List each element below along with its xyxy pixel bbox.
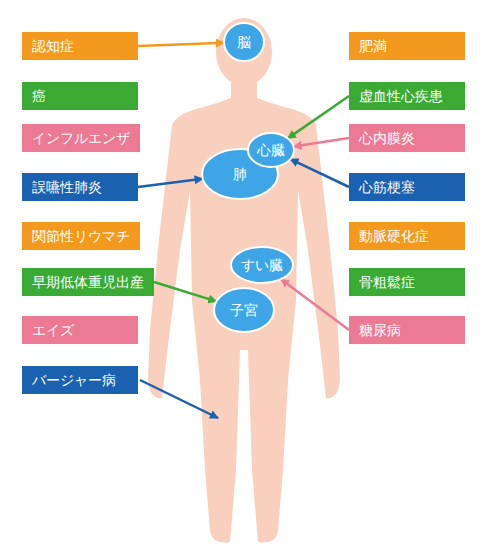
disease-label: 早期低体重児出産 — [32, 274, 144, 291]
arrow-connector — [281, 279, 349, 330]
arrow-connector — [154, 282, 216, 301]
disease-box: 骨粗鬆症 — [349, 268, 465, 296]
organ-fill — [231, 247, 293, 283]
head-shape — [216, 18, 272, 86]
disease-label: エイズ — [32, 322, 74, 339]
organ-fill — [224, 23, 264, 61]
organ-ellipse: 脳 — [224, 23, 264, 61]
disease-label: 虚血性心疾患 — [359, 88, 443, 105]
disease-label: 心内膜炎 — [359, 130, 415, 147]
disease-box: 誤嚥性肺炎 — [22, 173, 138, 201]
arrow-connector — [138, 179, 203, 187]
disease-label: 骨粗鬆症 — [359, 274, 415, 291]
disease-box: 癌 — [22, 82, 138, 110]
organ-label: 肺 — [233, 166, 247, 183]
body-shape — [148, 98, 340, 543]
organ-fill — [214, 288, 274, 332]
arrow-connector — [290, 159, 349, 187]
organ-label: 子宮 — [230, 302, 258, 319]
disease-box: 肥満 — [349, 32, 465, 60]
disease-box: 心内膜炎 — [349, 124, 465, 152]
disease-label: インフルエンザ — [32, 130, 130, 147]
organ-fill — [202, 149, 278, 199]
disease-label: 癌 — [32, 88, 46, 105]
disease-label: 肥満 — [359, 38, 387, 55]
disease-box: 認知症 — [22, 32, 138, 60]
disease-label: 動脈硬化症 — [359, 228, 429, 245]
disease-box: 動脈硬化症 — [349, 222, 465, 250]
arrow-connector — [294, 138, 349, 147]
organ-label: 心臓 — [257, 142, 285, 159]
disease-label: 誤嚥性肺炎 — [32, 179, 102, 196]
organ-label: すい臓 — [241, 257, 283, 274]
disease-label: 心筋梗塞 — [359, 179, 415, 196]
disease-label: 認知症 — [32, 38, 74, 55]
disease-box: 虚血性心疾患 — [349, 82, 465, 110]
disease-box: 心筋梗塞 — [349, 173, 465, 201]
organ-fill — [248, 133, 294, 167]
disease-box: 糖尿病 — [349, 316, 465, 344]
disease-box: 関節性リウマチ — [22, 222, 140, 250]
organ-ellipse: 心臓 — [248, 133, 294, 167]
arrow-connector — [138, 43, 224, 46]
disease-box: インフルエンザ — [22, 124, 140, 152]
organ-label: 脳 — [237, 34, 251, 51]
disease-label: 糖尿病 — [359, 322, 401, 339]
disease-box: エイズ — [22, 316, 138, 344]
disease-box: 早期低体重児出産 — [22, 268, 154, 296]
disease-box: バージャー病 — [22, 366, 138, 394]
disease-label: バージャー病 — [32, 372, 116, 389]
disease-label: 関節性リウマチ — [32, 228, 130, 245]
leg-leader-arrow — [140, 380, 218, 418]
organ-ellipse: すい臓 — [231, 247, 293, 283]
arrow-connector — [288, 96, 349, 138]
organ-ellipse: 子宮 — [214, 288, 274, 332]
